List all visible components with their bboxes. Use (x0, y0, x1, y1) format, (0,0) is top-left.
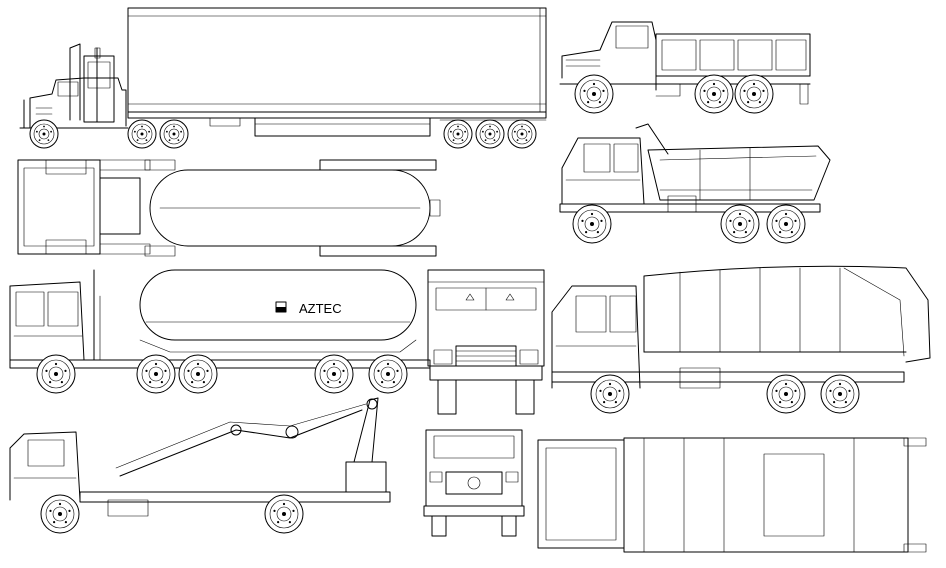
aztec-tanker-truck-drawing: AZTEC (9, 269, 431, 394)
garbage-truck-drawing (551, 265, 931, 414)
semi-truck-box-trailer-drawing (19, 7, 547, 149)
dump-truck-drawing (559, 123, 831, 244)
crane-truck-drawing (9, 397, 391, 534)
truck-front-view-drawing (427, 269, 545, 415)
military-cargo-truck-drawing (559, 21, 811, 114)
box-truck-top-view-drawing (537, 437, 927, 553)
tanker-truck-top-view-drawing (17, 159, 441, 257)
truck-front-view-small-drawing (423, 429, 525, 537)
tanker-label: AZTEC (299, 301, 342, 316)
